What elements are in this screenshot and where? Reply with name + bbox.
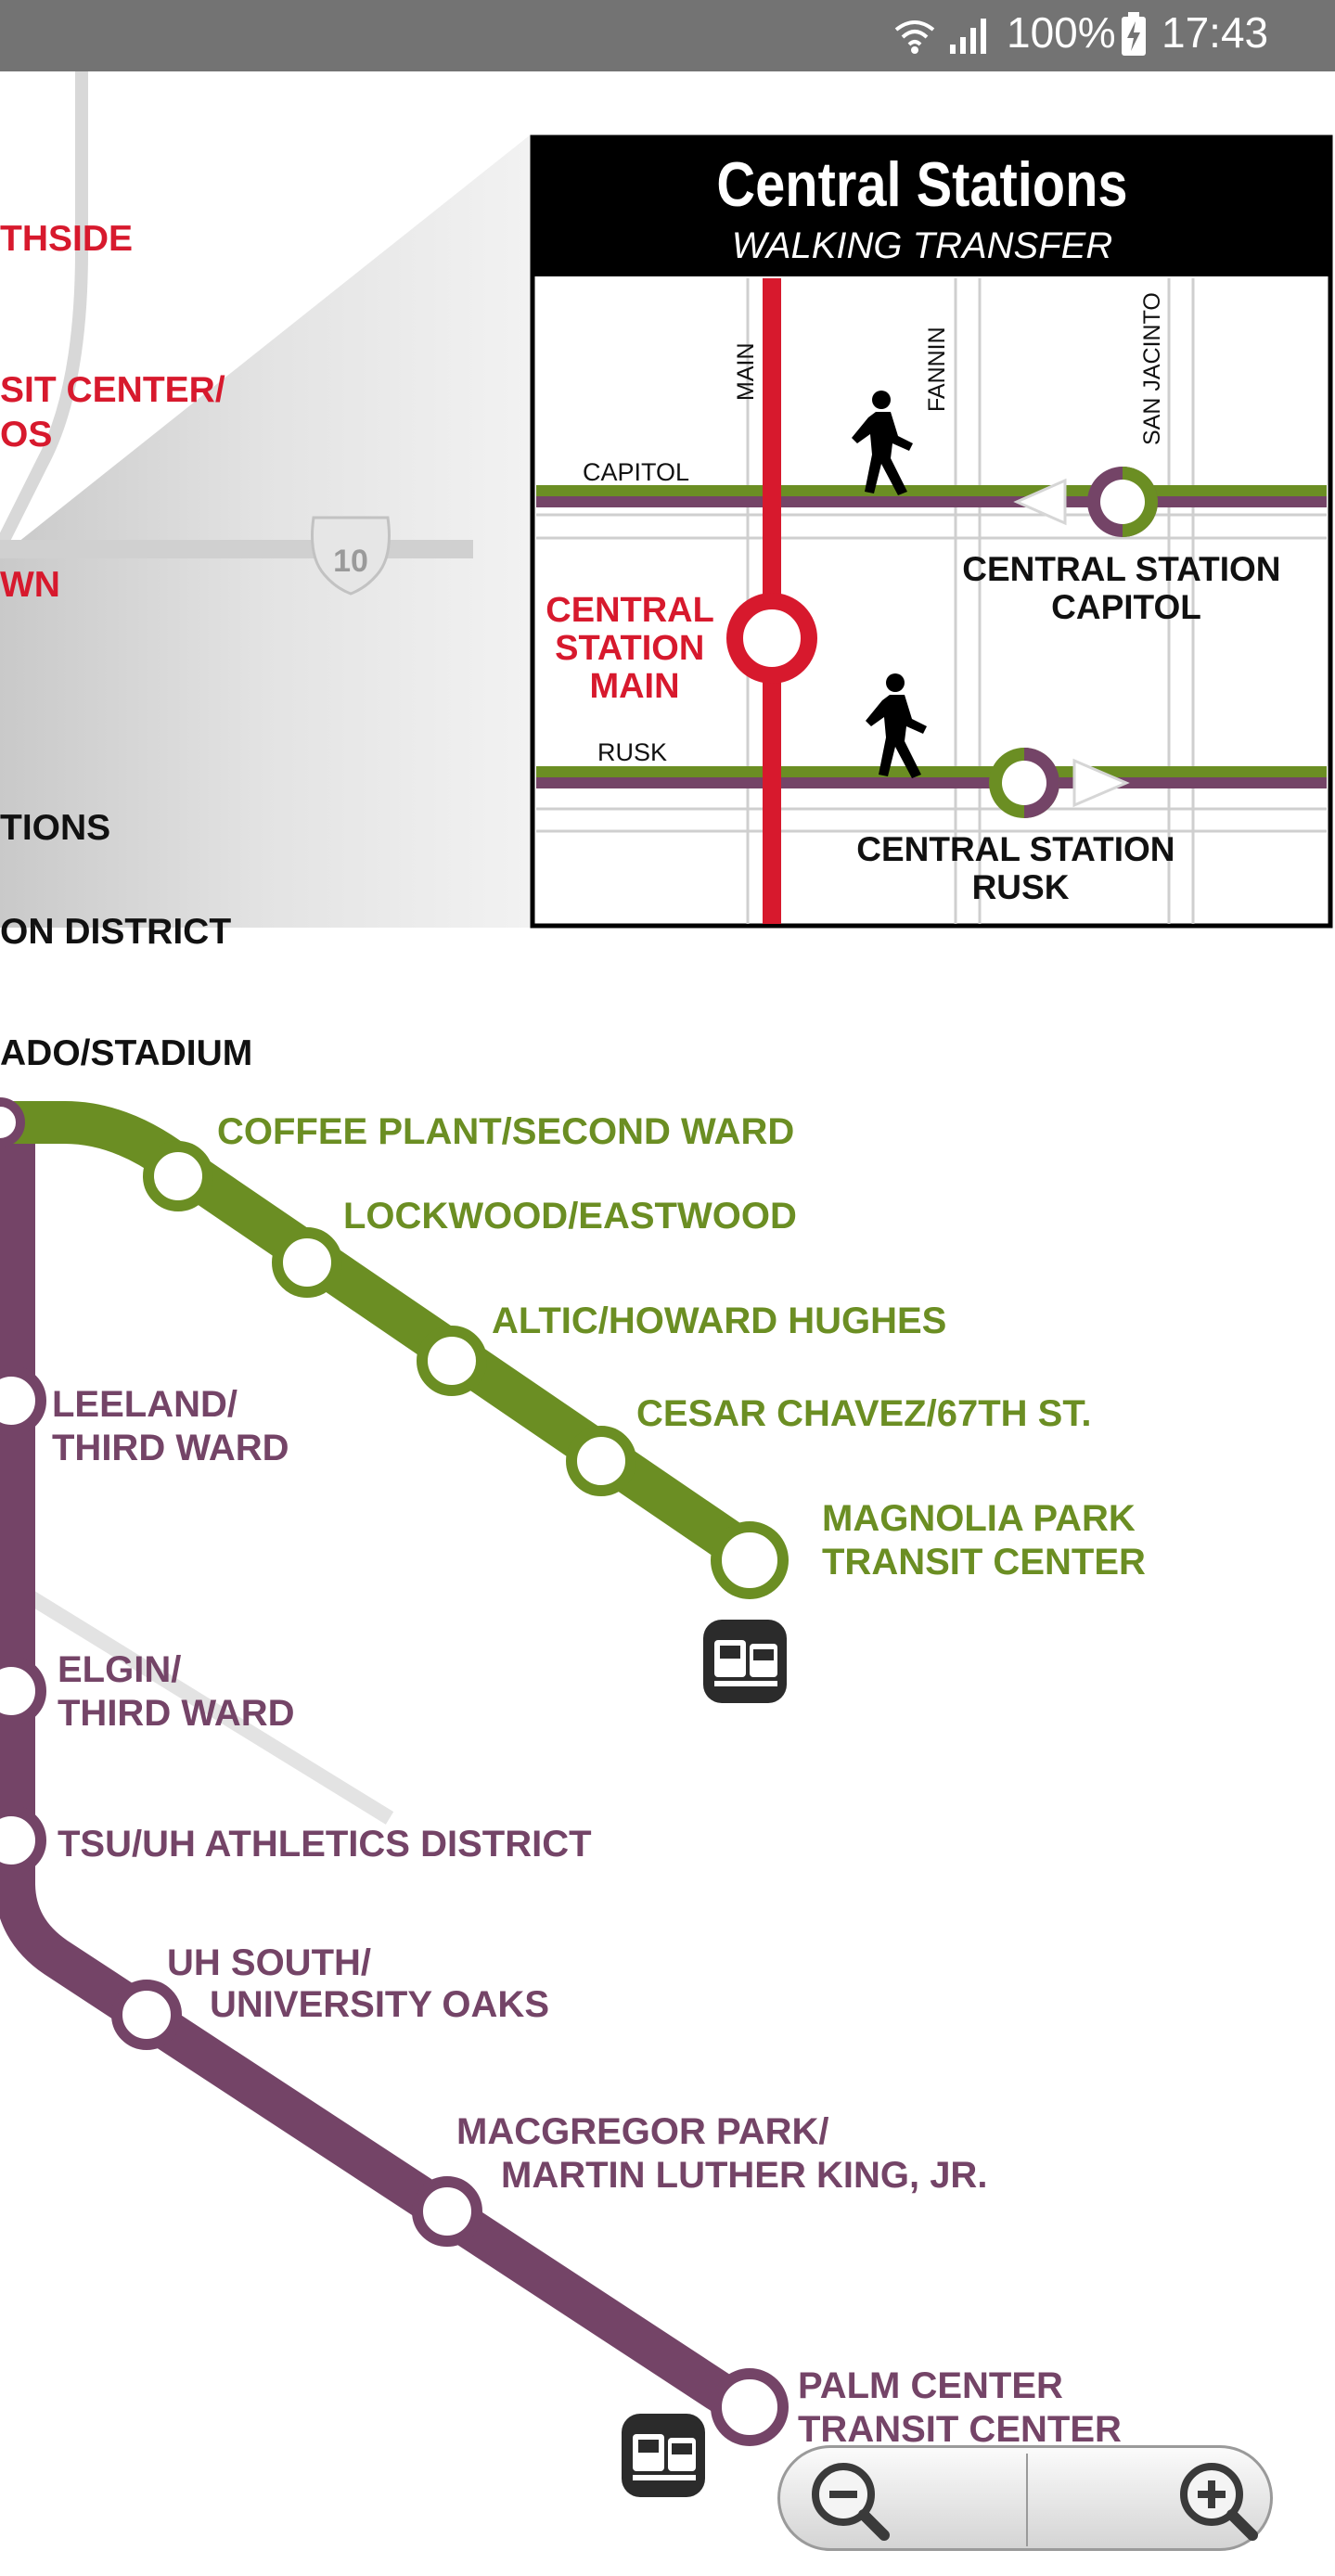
label-palm-center-1: PALM CENTER (798, 2365, 1063, 2406)
rusk-station-label-2: RUSK (972, 868, 1070, 906)
inset-zoom-wedge (0, 135, 531, 928)
street-fannin: FANNIN (924, 327, 950, 412)
green-station-cesar-chavez[interactable] (566, 1426, 636, 1496)
purple-station-tsu-uh[interactable] (0, 1805, 46, 1876)
rusk-station-label-1: CENTRAL STATION (856, 830, 1175, 868)
walking-person-icon (852, 391, 913, 495)
zoom-out-button[interactable] (780, 2448, 1026, 2548)
label-lockwood: LOCKWOOD/EASTWOOD (343, 1196, 797, 1237)
main-station-label-1: CENTRAL (546, 591, 713, 630)
wifi-icon (894, 20, 935, 54)
main-station-label-2: STATION (555, 629, 704, 668)
central-station-rusk-marker (989, 748, 1059, 818)
street-rusk: RUSK (597, 738, 667, 766)
label-leeland-1: LEELAND/ (52, 1384, 237, 1425)
main-station-label-3: MAIN (589, 667, 679, 706)
purple-station-elgin[interactable] (0, 1656, 46, 1726)
zoom-controls (777, 2445, 1273, 2551)
label-downtown: WN (0, 565, 60, 605)
walking-person-icon-2 (866, 673, 927, 778)
zoom-out-icon (812, 2463, 890, 2541)
zoom-divider (1026, 2454, 1028, 2546)
label-uh-south-2: UNIVERSITY OAKS (210, 1984, 549, 2025)
purple-station-uh-south[interactable] (111, 1980, 182, 2050)
status-bar: 100% 17:43 (0, 0, 1335, 71)
stadium-station-marker (0, 1097, 25, 1147)
street-main: MAIN (733, 343, 759, 402)
label-northside: THSIDE (0, 219, 133, 259)
label-transit-center-line1: SIT CENTER/ (0, 370, 225, 410)
label-coffee-plant: COFFEE PLANT/SECOND WARD (217, 1111, 794, 1152)
label-tsu-uh: TSU/UH ATHLETICS DISTRICT (58, 1824, 592, 1865)
purple-station-palm-center[interactable] (711, 2368, 789, 2446)
bus-transit-center-icon (703, 1620, 787, 1703)
zoom-in-button[interactable] (1028, 2448, 1274, 2548)
label-elgin-2: THIRD WARD (58, 1693, 295, 1734)
svg-text:CENTRAL STATION RUSK: CENTRAL STATION RUSK (856, 830, 1185, 906)
zoom-in-icon (1180, 2463, 1258, 2541)
green-station-coffee-plant[interactable] (143, 1141, 213, 1211)
label-palm-center-2: TRANSIT CENTER (798, 2409, 1122, 2450)
rusk-direction-arrow (1072, 758, 1130, 808)
label-altic: ALTIC/HOWARD HUGHES (492, 1301, 946, 1341)
label-macgregor-1: MACGREGOR PARK/ (456, 2111, 828, 2152)
clock: 17:43 (1162, 8, 1269, 57)
label-transit-center-line2: OS (0, 415, 52, 455)
capitol-direction-arrow (1013, 478, 1067, 526)
street-san-jacinto: SAN JACINTO (1139, 292, 1165, 445)
street-capitol: CAPITOL (583, 458, 689, 486)
svg-text:CENTRAL STATION MA: CENTRAL STATION MAIN (546, 591, 723, 706)
label-magnolia-park-2: TRANSIT CENTER (822, 1542, 1146, 1583)
inset-title-bar (533, 137, 1330, 276)
green-station-altic[interactable] (417, 1326, 487, 1396)
purple-station-leeland[interactable] (0, 1365, 46, 1436)
label-convention-district: ON DISTRICT (0, 912, 231, 952)
label-magnolia-park-1: MAGNOLIA PARK (822, 1498, 1136, 1539)
central-stations-inset: Central Stations WALKING TRANSFER MAIN F… (530, 135, 1333, 929)
capitol-station-label-2: CAPITOL (1051, 588, 1201, 626)
label-stadium: ADO/STADIUM (0, 1033, 252, 1073)
green-station-lockwood[interactable] (272, 1227, 342, 1298)
central-station-main-marker (726, 593, 817, 684)
signal-icon (950, 19, 986, 54)
battery-percent: 100% (1007, 8, 1116, 57)
background-road-south (23, 1589, 394, 1825)
bus-transit-center-icon-2 (622, 2414, 705, 2497)
label-elgin-1: ELGIN/ (58, 1649, 181, 1690)
label-uh-south-1: UH SOUTH/ (167, 1942, 371, 1983)
inset-subtitle: WALKING TRANSFER (732, 225, 1112, 266)
purple-station-macgregor[interactable] (412, 2176, 482, 2247)
label-stations: TIONS (0, 808, 110, 848)
interstate-shield-label: 10 (333, 544, 368, 579)
label-cesar-chavez: CESAR CHAVEZ/67TH ST. (636, 1393, 1091, 1434)
battery-charging-icon (1122, 12, 1146, 56)
background-road-north (0, 71, 88, 551)
green-station-magnolia-park[interactable] (711, 1521, 789, 1599)
central-station-capitol-marker (1087, 467, 1158, 537)
capitol-station-label-1: CENTRAL STATION (962, 550, 1280, 588)
svg-text:CENTRAL STATION CAPITOL: CENTRAL STATION CAPITOL (962, 550, 1290, 626)
label-leeland-2: THIRD WARD (52, 1428, 289, 1468)
purple-line (0, 1104, 762, 2429)
inset-title: Central Stations (716, 150, 1127, 220)
interstate-shield: 10 (311, 516, 391, 596)
rail-map[interactable]: 10 THSIDE SIT CENTER/ OS WN TIONS ON DIS… (0, 71, 1335, 2576)
label-macgregor-2: MARTIN LUTHER KING, JR. (501, 2155, 987, 2196)
